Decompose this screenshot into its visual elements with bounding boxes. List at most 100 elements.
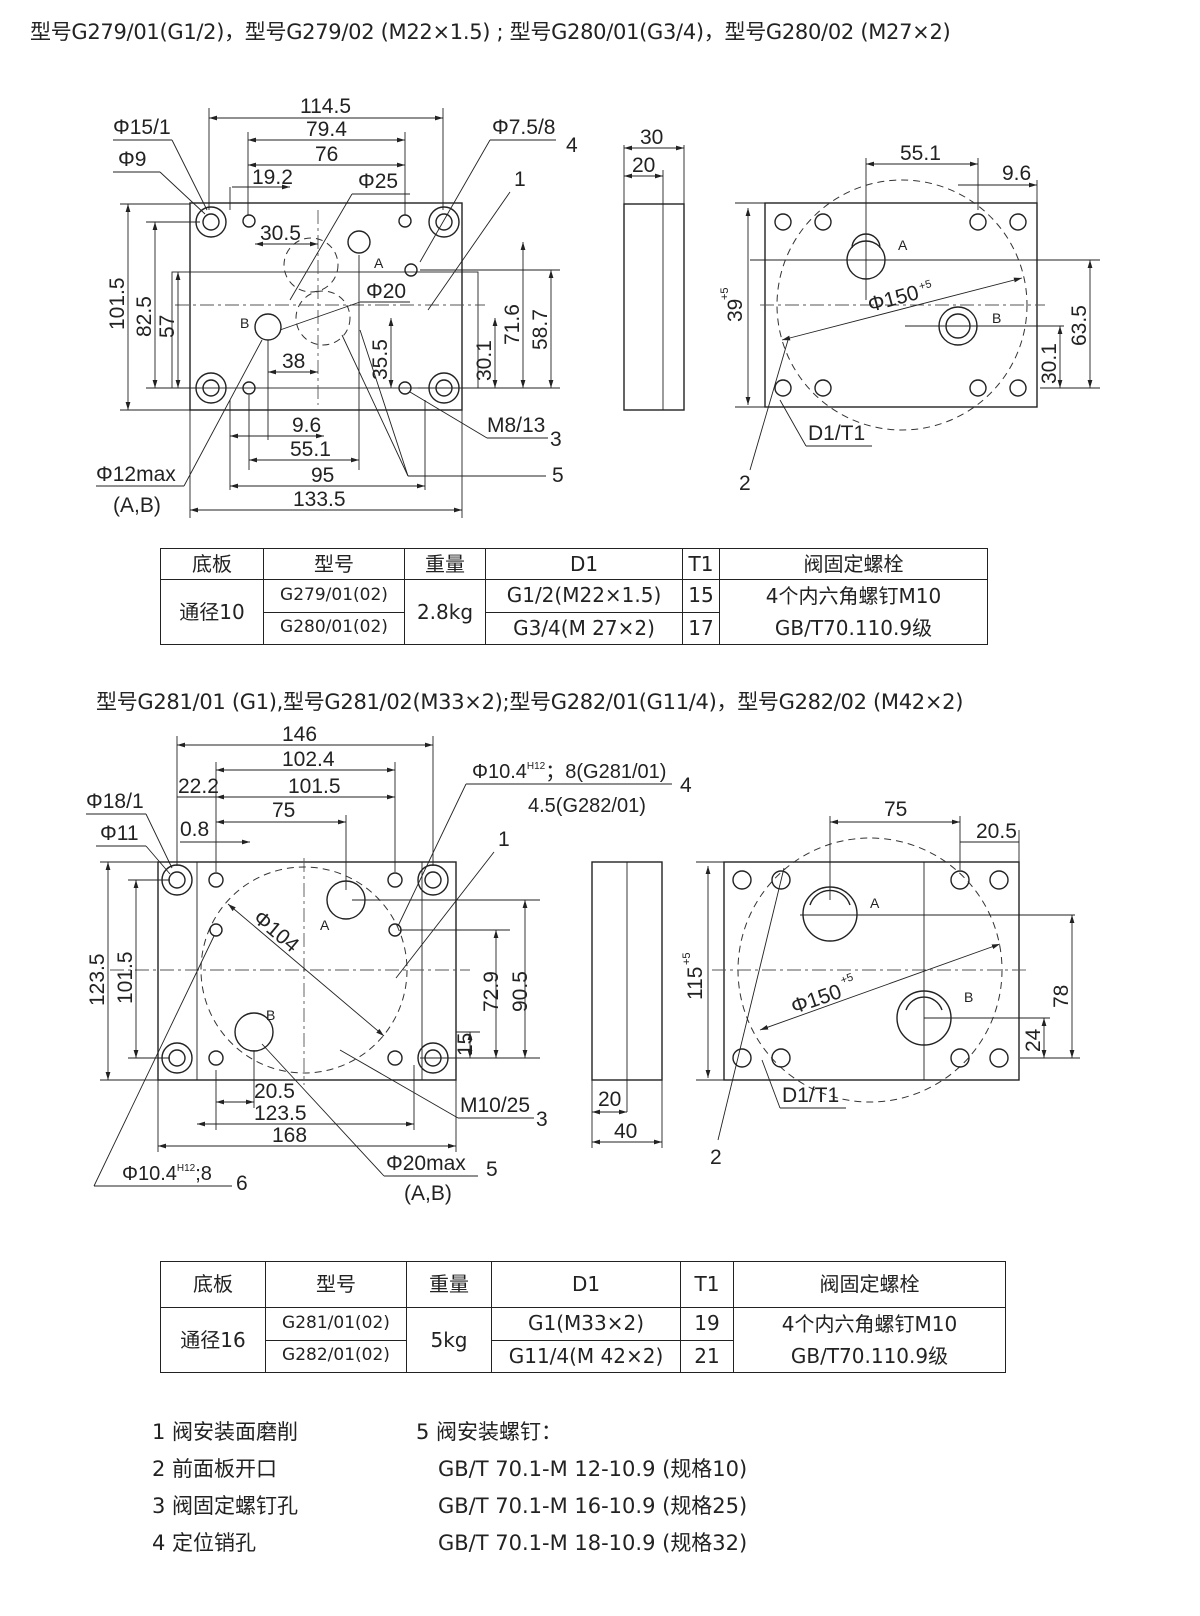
s2-dim-d18: Φ18/1: [86, 790, 144, 813]
s2-rear-78: 78: [1050, 985, 1073, 1008]
s1-port-b: B: [240, 315, 249, 331]
s1-td-size: 通径10: [160, 579, 264, 645]
s2-th-model: 型号: [265, 1261, 407, 1308]
s2-port-a: A: [320, 917, 330, 933]
s1-dim-9-6: 9.6: [292, 414, 321, 437]
s1-th-bolt: 阀固定螺栓: [719, 548, 988, 580]
s1-rear-view: A B 55.1 9.6 39 +5 Φ150 +5 63.5 30.1 D1/…: [719, 142, 1100, 495]
s2-td-size: 通径16: [160, 1307, 266, 1373]
s2-rear-150-sup: +5: [839, 971, 855, 986]
s2-counterbore: [161, 864, 449, 1074]
s2-dim-101: 101.5: [288, 775, 341, 798]
s1-dim-133: 133.5: [293, 488, 346, 511]
s2-callout-1: 1: [498, 828, 510, 851]
s1-td-t1-1: 15: [682, 579, 720, 613]
s1-port-a: A: [374, 255, 384, 271]
section1-drawing: A B 114.5 79.4 76 19.2 Φ15/1 Φ9 Φ25 Φ7.5…: [96, 95, 1100, 518]
s2-rear-holes: [732, 870, 1009, 1068]
s2-td-bolt-line2: GB/T70.110.9级: [790, 1344, 949, 1368]
s1-th-t1: T1: [682, 548, 720, 580]
s1-dim-101: 101.5: [106, 277, 129, 330]
s1-th-base: 底板: [160, 548, 264, 580]
s1-dim-79: 79.4: [306, 118, 347, 141]
s2-side-20: 20: [598, 1088, 621, 1111]
s2-side-view: 20 40: [591, 861, 663, 1148]
note-3: 3 阀固定螺钉孔: [152, 1494, 299, 1518]
s2-th-t1: T1: [680, 1261, 734, 1308]
s2-td-model-1: G281/01(02): [265, 1307, 407, 1341]
s1-rear-9-6: 9.6: [1002, 162, 1031, 185]
s1-th-model: 型号: [263, 548, 405, 580]
s1-dim-d15: Φ15/1: [113, 116, 171, 139]
note-4: 4 定位销孔: [152, 1531, 257, 1555]
s2-callout-5: 5: [486, 1158, 498, 1181]
s1-rear-b: B: [992, 310, 1001, 326]
s1-dim-d25: Φ25: [358, 170, 398, 193]
s2-td-bolt: 4个内六角螺钉M10 GB/T70.110.9级: [733, 1307, 1006, 1373]
s2-td-bolt-line1: 4个内六角螺钉M10: [781, 1312, 958, 1336]
s1-dim-76: 76: [315, 143, 338, 166]
s2-th-weight: 重量: [406, 1261, 492, 1308]
s1-dim-30: 30.5: [260, 222, 301, 245]
s1-dim-38: 38: [282, 350, 305, 373]
s2-rear-a: A: [870, 895, 880, 911]
s2-dim-146: 146: [282, 723, 317, 746]
note-1: 1 阀安装面磨削: [152, 1420, 299, 1444]
s2-spec-table: 底板 型号 重量 D1 T1 阀固定螺栓 通径16 G281/01(02) 5k…: [160, 1261, 1006, 1373]
s2-rear-24: 24: [1022, 1028, 1045, 1052]
s2-td-model-2: G282/01(02): [265, 1339, 407, 1373]
s1-td-bolt: 4个内六角螺钉M10 GB/T70.110.9级: [719, 579, 988, 645]
s1-td-d1-2: G3/4(M 27×2): [485, 611, 683, 645]
s1-th-weight: 重量: [404, 548, 486, 580]
s1-dim-d20: Φ20: [366, 280, 406, 303]
s1-side-30: 30: [640, 126, 663, 149]
s1-side-view: 30 20: [623, 126, 685, 411]
section2-caption: 型号G281/01 (G1),型号G281/02(M33×2);型号G282/0…: [96, 690, 964, 714]
s1-callout-1: 1: [514, 168, 526, 191]
s1-td-d1-1: G1/2(M22×1.5): [485, 579, 683, 613]
s1-dim-35: 35.5: [369, 339, 392, 380]
s2-td-d1-2: G11/4(M 42×2): [491, 1339, 681, 1373]
s2-dim-90: 90.5: [509, 971, 532, 1012]
s2-dim-d104c-main: Φ10.4: [122, 1163, 177, 1185]
s2-dim-72: 72.9: [480, 971, 503, 1012]
s2-dim-168: 168: [272, 1124, 307, 1147]
s2-dim-d104: Φ10.4H12；8(G281/01): [472, 761, 666, 783]
notes-left: 1 阀安装面磨削 2 前面板开口 3 阀固定螺钉孔 4 定位销孔: [152, 1414, 298, 1562]
s2-th-base: 底板: [160, 1261, 266, 1308]
s1-rear-63: 63.5: [1068, 305, 1091, 346]
s2-dim-phi104: Φ104: [249, 906, 304, 957]
s2-dim-d104c: Φ10.4H12;8: [122, 1163, 212, 1185]
s2-dim-d104-b: 4.5(G282/01): [528, 795, 646, 817]
s1-callout-4: 4: [566, 134, 578, 157]
s2-dim-d11: Φ11: [100, 822, 139, 845]
s1-dim-30-1: 30.1: [473, 340, 496, 381]
s2-rear-75: 75: [884, 798, 907, 821]
s1-rear-d1: D1/T1: [808, 422, 865, 445]
s1-rear-a: A: [898, 237, 908, 253]
s1-dim-82: 82.5: [133, 296, 156, 337]
s1-dim-57: 57: [156, 315, 179, 338]
note-5-line2: GB/T 70.1-M 16-10.9 (规格25): [438, 1494, 748, 1518]
s1-callout-3: 3: [550, 428, 562, 451]
note-5-line1: GB/T 70.1-M 12-10.9 (规格10): [438, 1457, 748, 1481]
note-5-line3: GB/T 70.1-M 18-10.9 (规格32): [438, 1531, 748, 1555]
note-2: 2 前面板开口: [152, 1457, 278, 1481]
s1-td-bolt-line2: GB/T70.110.9级: [774, 616, 933, 640]
s2-dim-d104-sup: H12: [527, 761, 546, 772]
s2-dim-0-8: 0.8: [180, 818, 209, 841]
s1-dim-d75: Φ7.5/8: [492, 116, 555, 139]
s1-side-20: 20: [632, 154, 655, 177]
notes-right: 5 阀安装螺钉： GB/T 70.1-M 12-10.9 (规格10) GB/T…: [416, 1414, 747, 1562]
s2-callout-4: 4: [680, 774, 692, 797]
s2-dim-ab: (A,B): [404, 1182, 452, 1205]
s2-port-b: B: [266, 1007, 275, 1023]
s1-dim-95: 95: [311, 464, 334, 487]
s1-rear-39: 39: [724, 299, 747, 322]
s1-dim-58: 58.7: [529, 309, 552, 350]
s1-dim-m8: M8/13: [487, 414, 545, 437]
s1-td-bolt-line1: 4个内六角螺钉M10: [765, 584, 942, 608]
s1-rear-holes: [774, 213, 1027, 397]
s2-dim-d104c-rest: ;8: [195, 1163, 212, 1185]
s1-rear-39-sup: +5: [719, 287, 731, 300]
